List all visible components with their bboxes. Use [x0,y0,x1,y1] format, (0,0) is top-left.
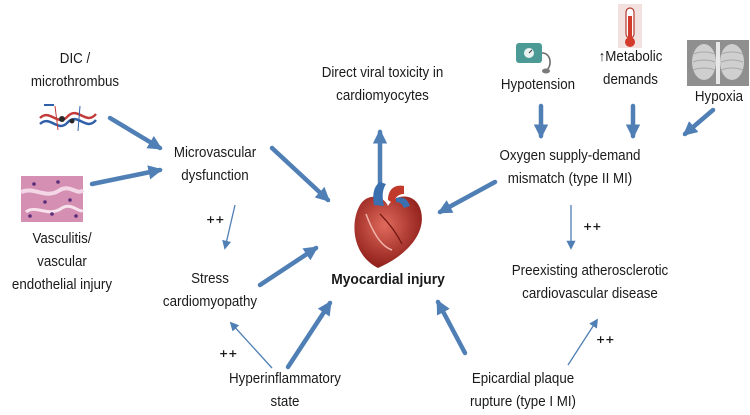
node-metabolic: ↑Metabolic demands [598,49,663,88]
node-preexisting: Preexisting atherosclerotic cardiovascul… [511,263,669,302]
node-epicardial: Epicardial plaque rupture (type I MI) [469,371,577,410]
arrow-vasculitis-to-microvascular [89,165,163,187]
node-microvascular: Microvascular dysfunction [173,145,257,184]
amplify-marker-hyperinflammatory-stress: ++ [219,347,238,360]
arrow-dic-to-microvascular [107,115,163,151]
arrow-hypoxia-to-oxygen [682,107,716,137]
arrow-microvascular-to-center [269,145,331,203]
arrow-hyperinflammatory-to-stress [229,321,273,369]
arrow-microvascular-to-stress [222,204,236,250]
arrow-oxygen-to-center [437,179,498,215]
node-dic: DIC / microthrombus [30,51,120,90]
node-vasculitis: Vasculitis/ vascular endothelial injury [11,231,113,293]
node-direct-viral: Direct viral toxicity in cardiomyocytes [321,65,444,104]
dic-microthrombus-image [36,103,100,133]
arrow-stress-to-center [257,245,319,288]
arrow-hyperinflammatory-to-center [285,300,333,370]
node-hypoxia: Hypoxia [694,89,744,105]
amplify-marker-epicardial-preexisting: ++ [596,333,615,346]
arrow-epicardial-to-preexisting [567,318,598,366]
arrow-epicardial-to-center [435,299,468,356]
node-myocardial-injury: Myocardial injury [331,271,445,288]
thermometer-icon [618,4,642,48]
node-hyperinflammatory: Hyperinflammatory state [229,371,341,410]
vasculitis-histology-image [20,176,85,222]
amplify-marker-oxygen-preexisting: ++ [583,220,602,233]
node-oxygen: Oxygen supply-demand mismatch (type II M… [499,148,641,187]
node-stress: Stress cardiomyopathy [162,271,258,310]
node-hypotension: Hypotension [500,77,576,93]
heart-icon [354,182,422,268]
amplify-marker-microvascular-stress: ++ [206,213,225,226]
chest-xray-image [687,40,749,86]
blood-pressure-cuff-icon [516,43,551,74]
